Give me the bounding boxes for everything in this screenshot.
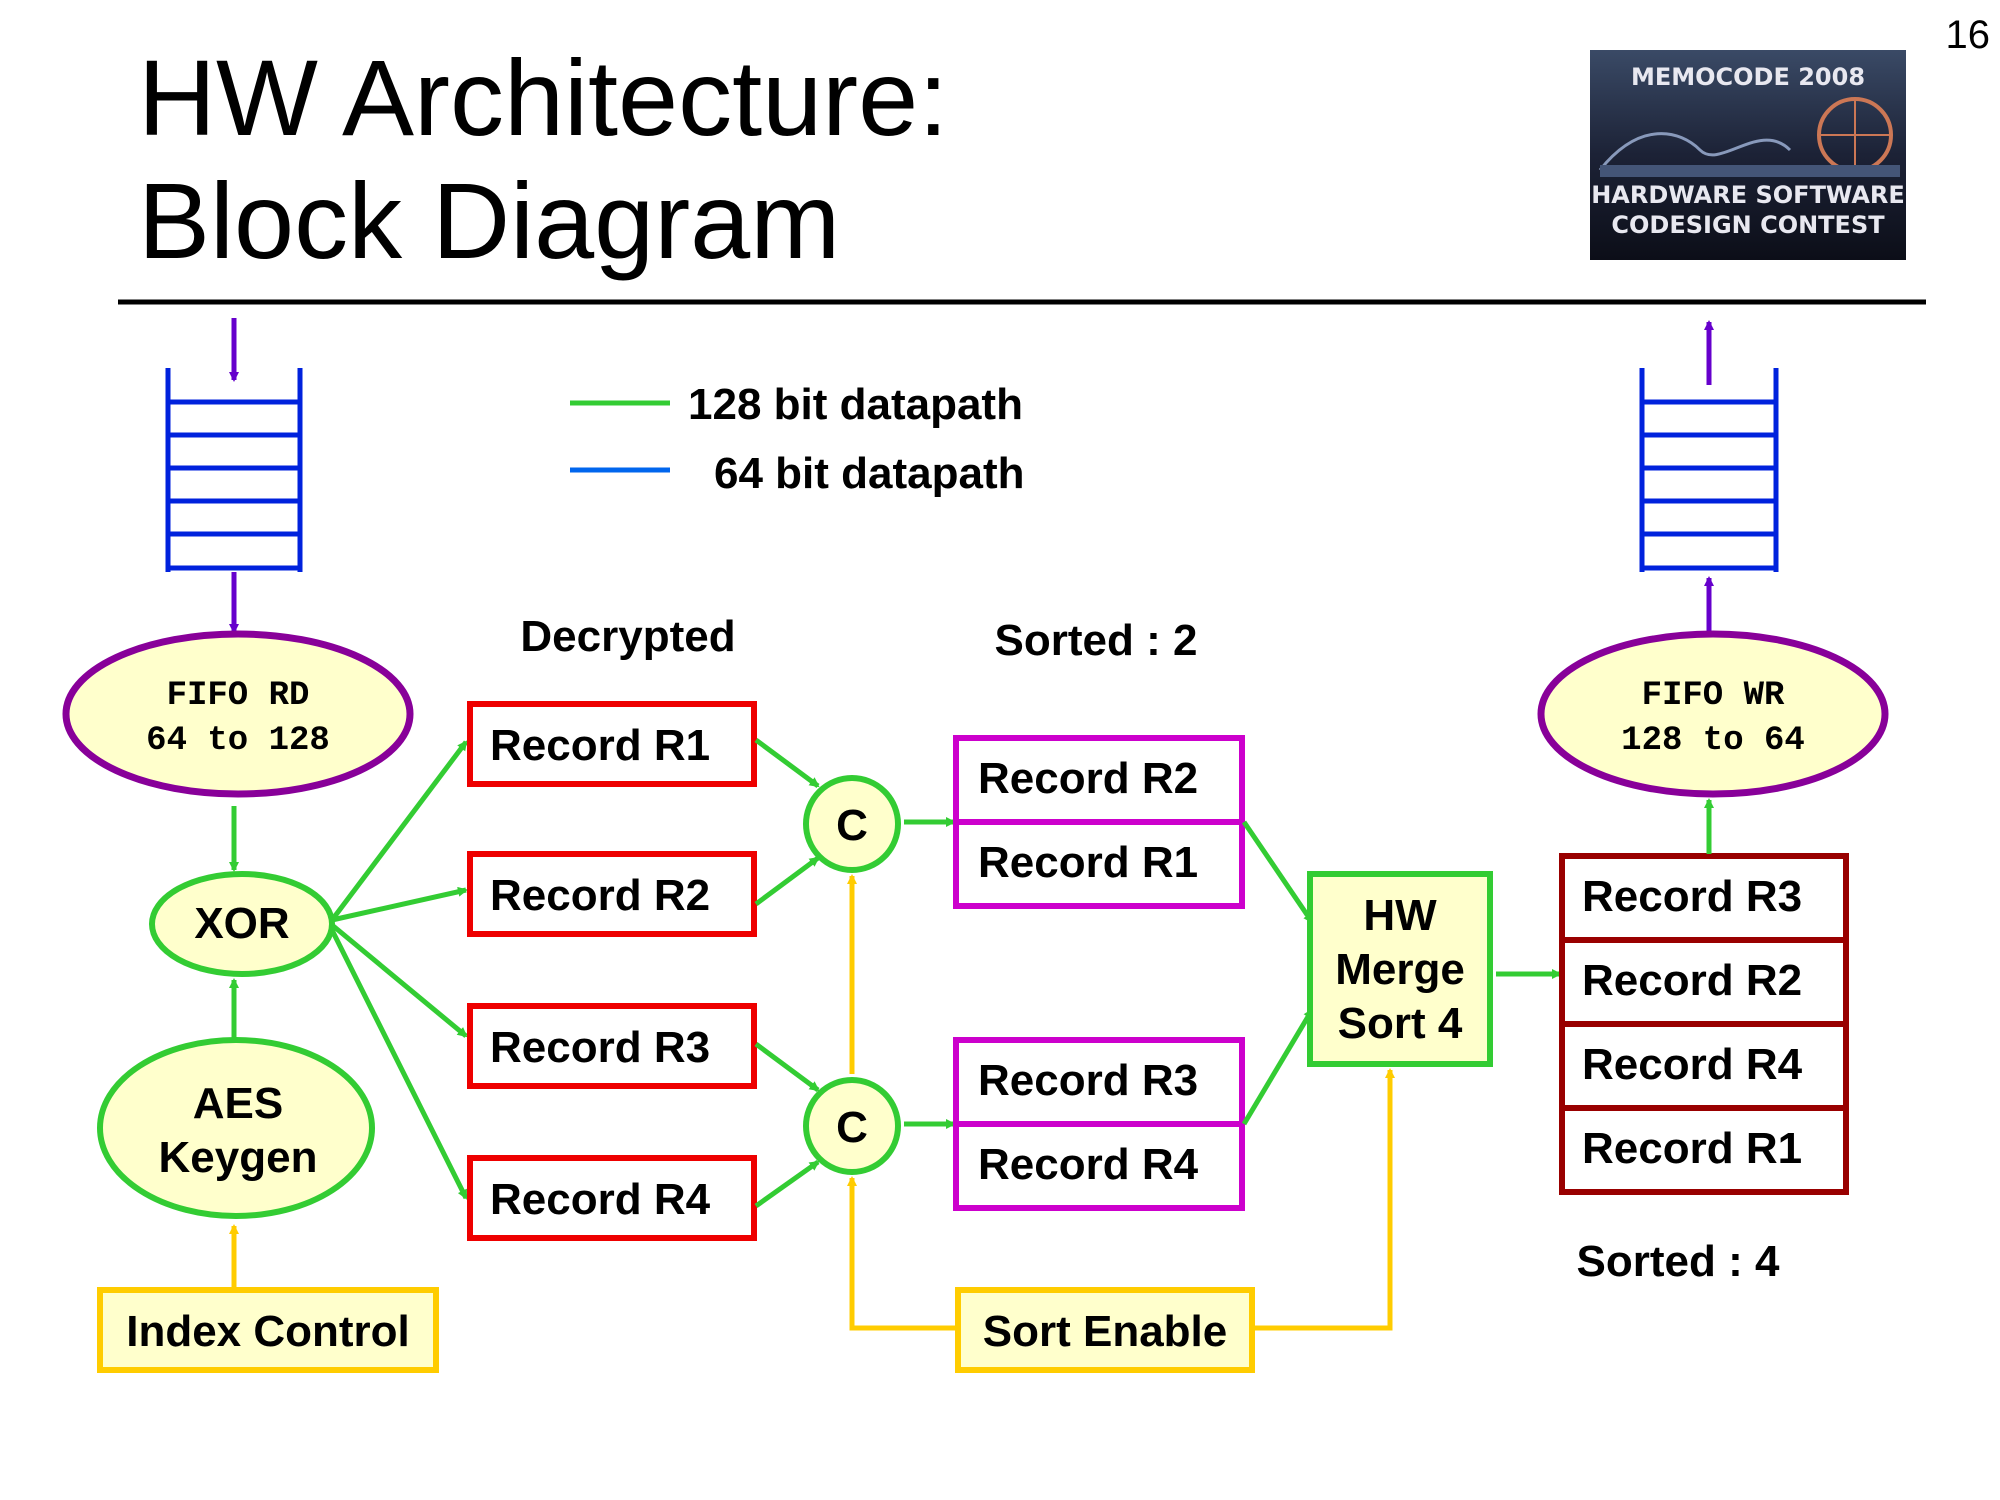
xor-label: XOR [194, 899, 289, 948]
sorted-4-record: Record R1 [1582, 1124, 1802, 1173]
sort-enable-label: Sort Enable [983, 1307, 1228, 1356]
decrypted-record-r2: Record R2 [467, 851, 757, 937]
comparator-label: C [836, 1103, 868, 1152]
records-to-comparator-arrows [754, 737, 820, 1209]
fifo-wr-node: FIFO WR 128 to 64 [1537, 630, 1889, 798]
sort-enable-control-lines [847, 874, 1395, 1331]
page-number: 16 [1946, 13, 1991, 57]
aes-line-2: Keygen [159, 1133, 318, 1182]
logo-line-2: CODESIGN CONTEST [1611, 211, 1885, 239]
xor-node: XOR [149, 871, 335, 977]
merge-sort-line-2: Merge [1335, 945, 1465, 994]
decrypted-record-label: Record R1 [490, 721, 710, 770]
sorted-4-record: Record R2 [1582, 956, 1802, 1005]
sorted-4-heading: Sorted : 4 [1577, 1237, 1780, 1286]
aes-keygen-node: AES Keygen [97, 1037, 375, 1219]
sorted-2-heading: Sorted : 2 [995, 616, 1198, 665]
fifo-rd-node: FIFO RD 64 to 128 [62, 630, 414, 798]
slide-title-line-1: HW Architecture: [138, 37, 948, 158]
decrypted-record-r3: Record R3 [467, 1003, 757, 1089]
fifo-rd-line-1: FIFO RD [167, 677, 310, 715]
decrypted-heading: Decrypted [520, 612, 735, 661]
fifo-wr-line-2: 128 to 64 [1621, 722, 1805, 760]
sorted-4-stack: Record R3 Record R2 Record R4 Record R1 [1559, 853, 1849, 1195]
xor-fanout-arrows [329, 740, 469, 1200]
aes-line-1: AES [193, 1079, 283, 1128]
comparator-top: C [803, 775, 901, 873]
sorted-2-group-2-to-merge-arrow [1241, 1008, 1315, 1126]
sorted-2-record: Record R1 [978, 838, 1198, 887]
comparator-label: C [836, 801, 868, 850]
legend: 128 bit datapath 64 bit datapath [570, 380, 1025, 498]
fifo-wr-line-1: FIFO WR [1642, 677, 1785, 715]
legend-blue-label: 64 bit datapath [714, 449, 1025, 498]
logo-line-1: HARDWARE SOFTWARE [1591, 181, 1905, 209]
decrypted-record-r4: Record R4 [467, 1155, 757, 1241]
merge-sort-line-3: Sort 4 [1338, 999, 1463, 1048]
sorted-2-record: Record R2 [978, 754, 1198, 803]
sort-enable-node: Sort Enable [955, 1287, 1255, 1373]
decrypted-record-label: Record R4 [490, 1175, 711, 1224]
legend-green-label: 128 bit datapath [688, 380, 1023, 429]
index-control-node: Index Control [97, 1287, 439, 1373]
sorted-4-record: Record R3 [1582, 872, 1802, 921]
decrypted-record-r1: Record R1 [467, 701, 757, 787]
merge-sort-line-1: HW [1363, 891, 1437, 940]
sorted-2-group-1-to-merge-arrow [1241, 820, 1315, 924]
index-control-label: Index Control [126, 1307, 410, 1356]
memocode-logo: MEMOCODE 2008 HARDWARE SOFTWARE CODESIGN… [1590, 50, 1906, 260]
input-fifo-icon [165, 368, 303, 572]
fifo-rd-line-2: 64 to 128 [146, 722, 330, 760]
sorted-2-group-1: Record R2 Record R1 [953, 735, 1245, 909]
output-fifo-icon [1639, 368, 1779, 572]
sorted-2-record: Record R4 [978, 1140, 1199, 1189]
merge-sort-node: HW Merge Sort 4 [1307, 871, 1493, 1067]
decrypted-record-label: Record R3 [490, 1023, 710, 1072]
sorted-2-record: Record R3 [978, 1056, 1198, 1105]
sorted-2-group-2: Record R3 Record R4 [953, 1037, 1245, 1211]
comparator-bottom: C [803, 1077, 901, 1175]
logo-top-text: MEMOCODE 2008 [1631, 63, 1865, 91]
decrypted-record-label: Record R2 [490, 871, 710, 920]
slide-title-line-2: Block Diagram [138, 160, 840, 281]
sorted-4-record: Record R4 [1582, 1040, 1803, 1089]
